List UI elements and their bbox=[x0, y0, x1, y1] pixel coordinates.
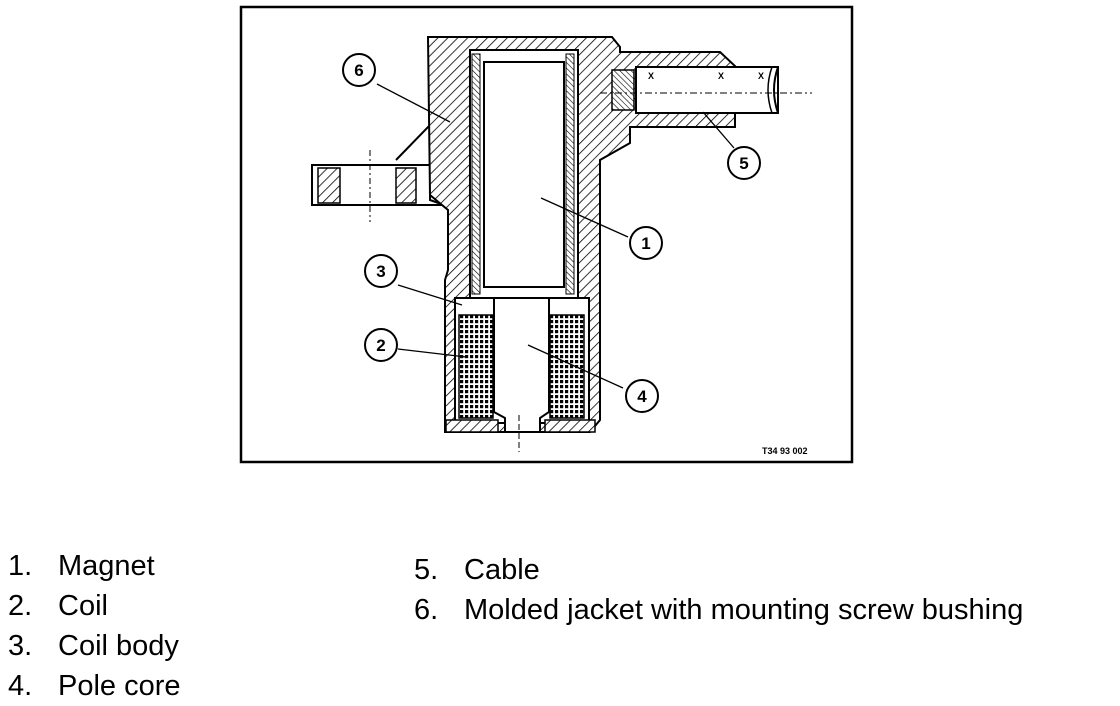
legend-number: 2. bbox=[8, 590, 33, 622]
legend-label: Magnet bbox=[58, 550, 155, 582]
svg-text:X: X bbox=[718, 71, 724, 81]
svg-text:X: X bbox=[648, 71, 654, 81]
leader-lines bbox=[376, 83, 735, 389]
svg-text:X: X bbox=[758, 71, 764, 81]
mounting-flange bbox=[311, 122, 445, 222]
callout-label-2: 2 bbox=[376, 336, 385, 355]
legend-item: 6. Molded jacket with mounting screw bush… bbox=[414, 590, 1023, 630]
cable: X X X bbox=[600, 66, 812, 114]
callout-label-6: 6 bbox=[354, 61, 363, 80]
callout-label-4: 4 bbox=[637, 387, 647, 406]
callout-4: 4 bbox=[625, 379, 659, 413]
callout-label-1: 1 bbox=[641, 234, 650, 253]
pole-core bbox=[493, 297, 550, 433]
legend-right: 5. Cable 6. Molded jacket with mounting sc… bbox=[414, 550, 1023, 630]
callout-1: 1 bbox=[629, 226, 663, 260]
legend-item: 5. Cable bbox=[414, 550, 1023, 590]
legend-label: Pole core bbox=[58, 670, 181, 702]
legend-label: Molded jacket with mounting screw bushin… bbox=[464, 594, 1024, 626]
legend-item: 3. Coil body bbox=[8, 626, 181, 666]
coil-left bbox=[458, 314, 494, 419]
coil-right bbox=[549, 314, 585, 419]
legend-number: 5. bbox=[414, 554, 439, 586]
legend-label: Coil body bbox=[58, 630, 179, 662]
legend-number: 6. bbox=[414, 594, 439, 626]
figure-code: T34 93 002 bbox=[762, 446, 808, 456]
callout-2: 2 bbox=[364, 328, 398, 362]
callout-6: 6 bbox=[342, 53, 376, 87]
legend-number: 3. bbox=[8, 630, 33, 662]
legend-label: Coil bbox=[58, 590, 108, 622]
legend-number: 1. bbox=[8, 550, 33, 582]
legend-item: 4. Pole core bbox=[8, 666, 181, 706]
legend-label: Cable bbox=[464, 554, 540, 586]
legend-left: 1. Magnet 2. Coil 3. Coil body 4. Pole core bbox=[8, 546, 181, 706]
callout-label-5: 5 bbox=[739, 154, 748, 173]
callout-5: 5 bbox=[727, 146, 761, 180]
legend-item: 1. Magnet bbox=[8, 546, 181, 586]
callout-label-3: 3 bbox=[376, 262, 385, 281]
legend-item: 2. Coil bbox=[8, 586, 181, 626]
callout-3: 3 bbox=[364, 254, 398, 288]
magnet bbox=[483, 61, 565, 288]
legend-number: 4. bbox=[8, 670, 33, 702]
